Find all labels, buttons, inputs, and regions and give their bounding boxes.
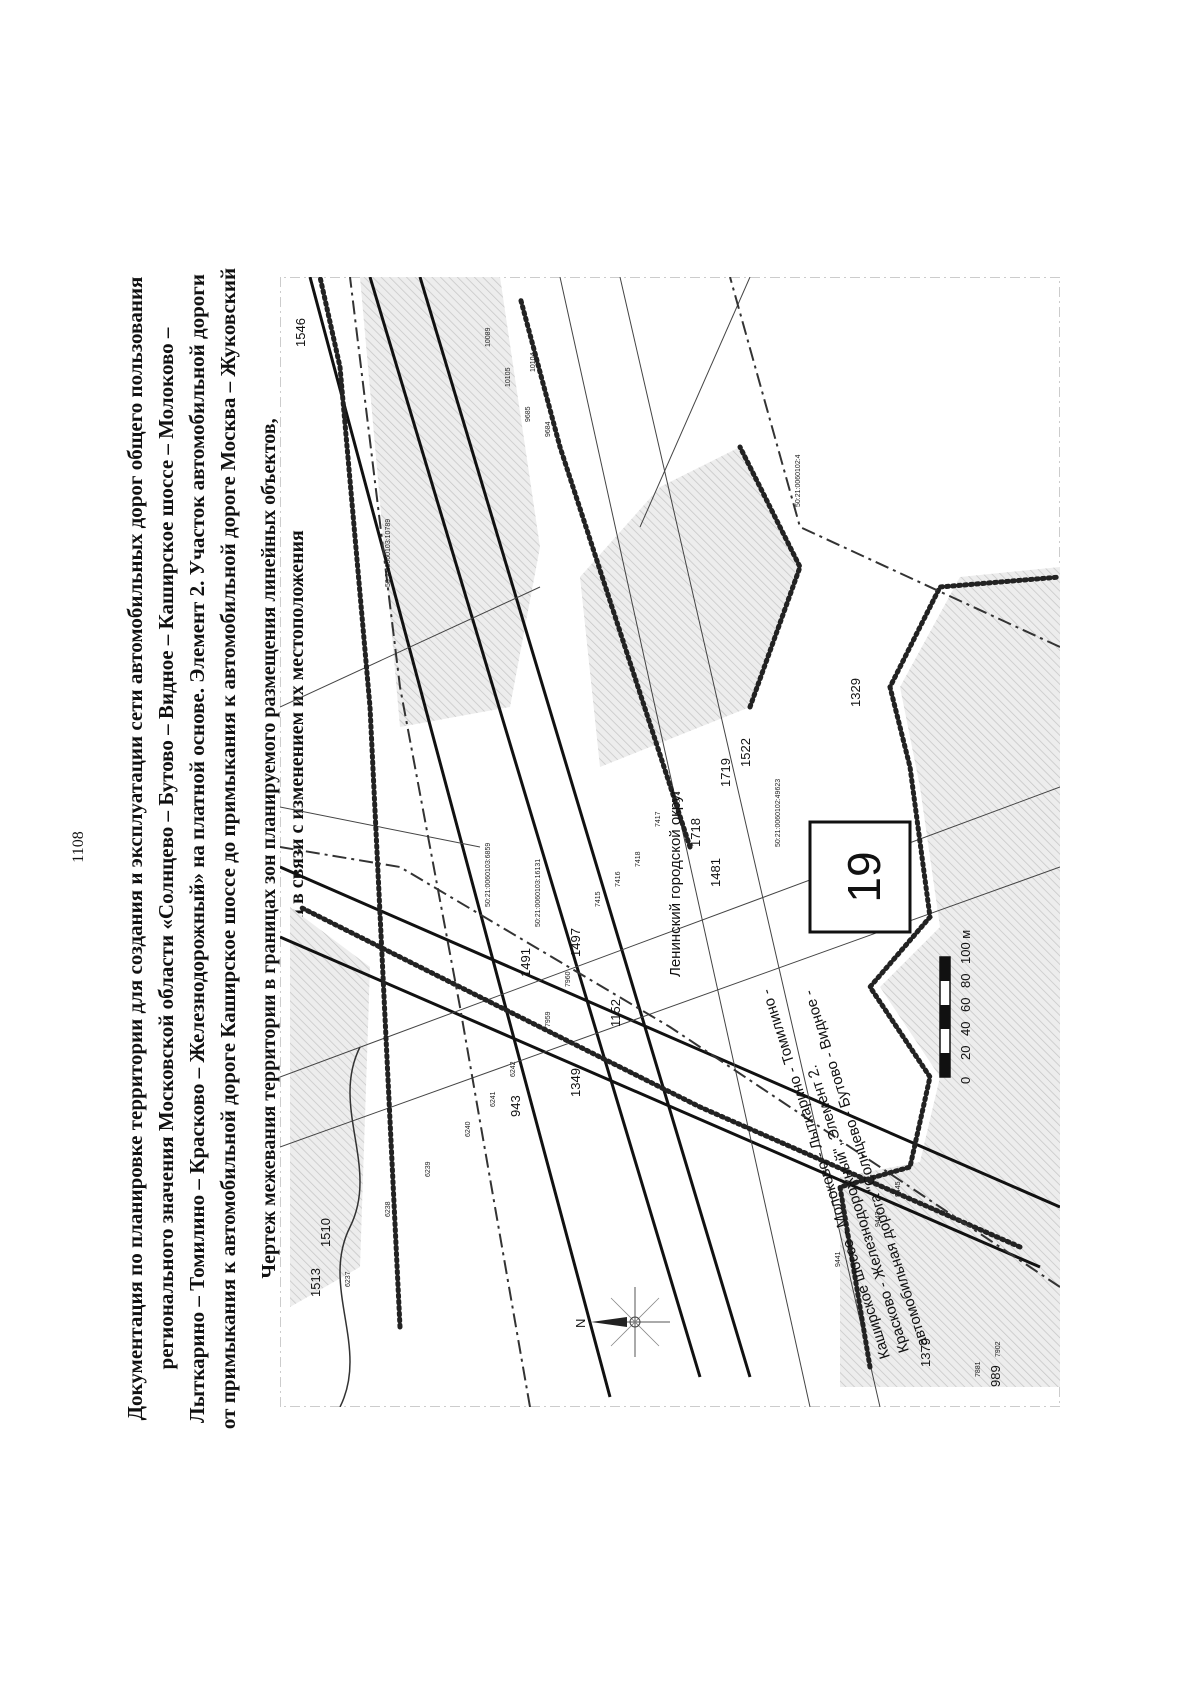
parcel-number: 1719: [718, 758, 733, 787]
zone-boundaries: [297, 277, 1060, 1370]
district-label: Ленинский городской округ: [667, 789, 684, 977]
parcel-number: 1481: [708, 858, 723, 887]
cadastral-number: 50:21:0060103:16131: [535, 859, 542, 927]
scale-tick-label: 0: [958, 1077, 973, 1084]
scale-bar: 0 20 40 60 80 100 м: [939, 930, 973, 1084]
parcel-number: 1349: [568, 1068, 583, 1097]
parcel-number: 989: [988, 1365, 1003, 1387]
cadastral-number-labels: 50:21:0060103:10789 50:21:0060103:6859 5…: [385, 454, 802, 927]
document-title: Документация по планировке территории дл…: [120, 200, 244, 1497]
survey-map: 0 20 40 60 80 100 м 19 N: [280, 277, 1060, 1407]
point-number: 10105: [505, 367, 512, 387]
point-number: 9684: [545, 421, 552, 437]
title-line: регионального значения Московской област…: [154, 327, 178, 1370]
road-lines: [280, 277, 1060, 1398]
point-number: 6239: [425, 1161, 432, 1177]
scale-tick-label: 60: [958, 998, 973, 1012]
point-number: 7416: [615, 871, 622, 887]
point-number: 7902: [995, 1341, 1002, 1357]
point-number: 9445: [895, 1181, 902, 1197]
point-number: 6241: [490, 1091, 497, 1107]
parcel-number: 1510: [318, 1218, 333, 1247]
cadastral-number: 50:21:0060102:4: [795, 454, 802, 507]
cadastral-number: 50:21:0060103:10789: [385, 519, 392, 587]
point-number: 7959: [545, 1011, 552, 1027]
parcel-number: 1513: [308, 1268, 323, 1297]
parcel-number: 1546: [293, 318, 308, 347]
title-line: от примыкания к автомобильной дороге Каш…: [216, 267, 240, 1430]
cadastral-number: 50:21:0060102:49623: [775, 779, 782, 847]
point-number: 9441: [835, 1251, 842, 1267]
parcel-number: 1718: [688, 818, 703, 847]
parcel-number: 1522: [738, 738, 753, 767]
parcel-number-labels: 1546 1719 1522 1718 1481 1491 1497 1152 …: [293, 318, 1003, 1387]
subtitle-line: Чертеж межевания территории в границах з…: [258, 418, 280, 1279]
title-line: Лыткарино – Томилино – Красково – Железн…: [185, 274, 209, 1423]
parcel-number: 1497: [568, 928, 583, 957]
cadastral-number: 50:21:0060103:6859: [485, 843, 492, 907]
parcel-area-north: [360, 277, 540, 727]
point-number: 7415: [595, 891, 602, 907]
scale-tick-label: 80: [958, 974, 973, 988]
point-number: 7881: [975, 1361, 982, 1377]
north-label: N: [573, 1319, 588, 1328]
point-number: 7418: [635, 851, 642, 867]
scale-tick-label: 40: [958, 1022, 973, 1036]
scale-tick-label: 20: [958, 1046, 973, 1060]
point-number: 6240: [465, 1121, 472, 1137]
stream: [339, 1046, 361, 1407]
point-number: 7417: [655, 811, 662, 827]
point-number: 6238: [385, 1201, 392, 1217]
point-number: 9443: [875, 1211, 882, 1227]
point-number-labels: 6237 6238 6239 6240 6241 6242 7959 7960 …: [345, 327, 1002, 1377]
sheet-number-box: 19: [808, 820, 912, 934]
point-number: 10104: [530, 352, 537, 372]
dash-dot-borders: [280, 277, 1060, 1407]
parcel-number: 943: [508, 1095, 523, 1117]
point-number: 6237: [345, 1271, 352, 1287]
parcel-number: 1491: [518, 948, 533, 977]
north-arrow-icon: N: [573, 1287, 670, 1357]
title-line: Документация по планировке территории дл…: [123, 276, 147, 1421]
parcel-area-center: [580, 447, 800, 767]
point-number: 9674: [675, 791, 682, 807]
scale-tick-label: 100 м: [958, 930, 973, 964]
parcel-number: 1329: [848, 678, 863, 707]
page-number: 1108: [70, 831, 87, 863]
point-number: 9685: [525, 406, 532, 422]
point-number: 7960: [565, 971, 572, 987]
parcel-number: 1152: [608, 999, 623, 1027]
parcel-number: 1379: [918, 1338, 933, 1367]
parcel-area-east: [290, 907, 370, 1307]
point-number: 6242: [510, 1061, 517, 1077]
point-number: 10089: [485, 327, 492, 347]
sheet-number: 19: [838, 851, 890, 902]
lot-lines: [280, 277, 1060, 1407]
